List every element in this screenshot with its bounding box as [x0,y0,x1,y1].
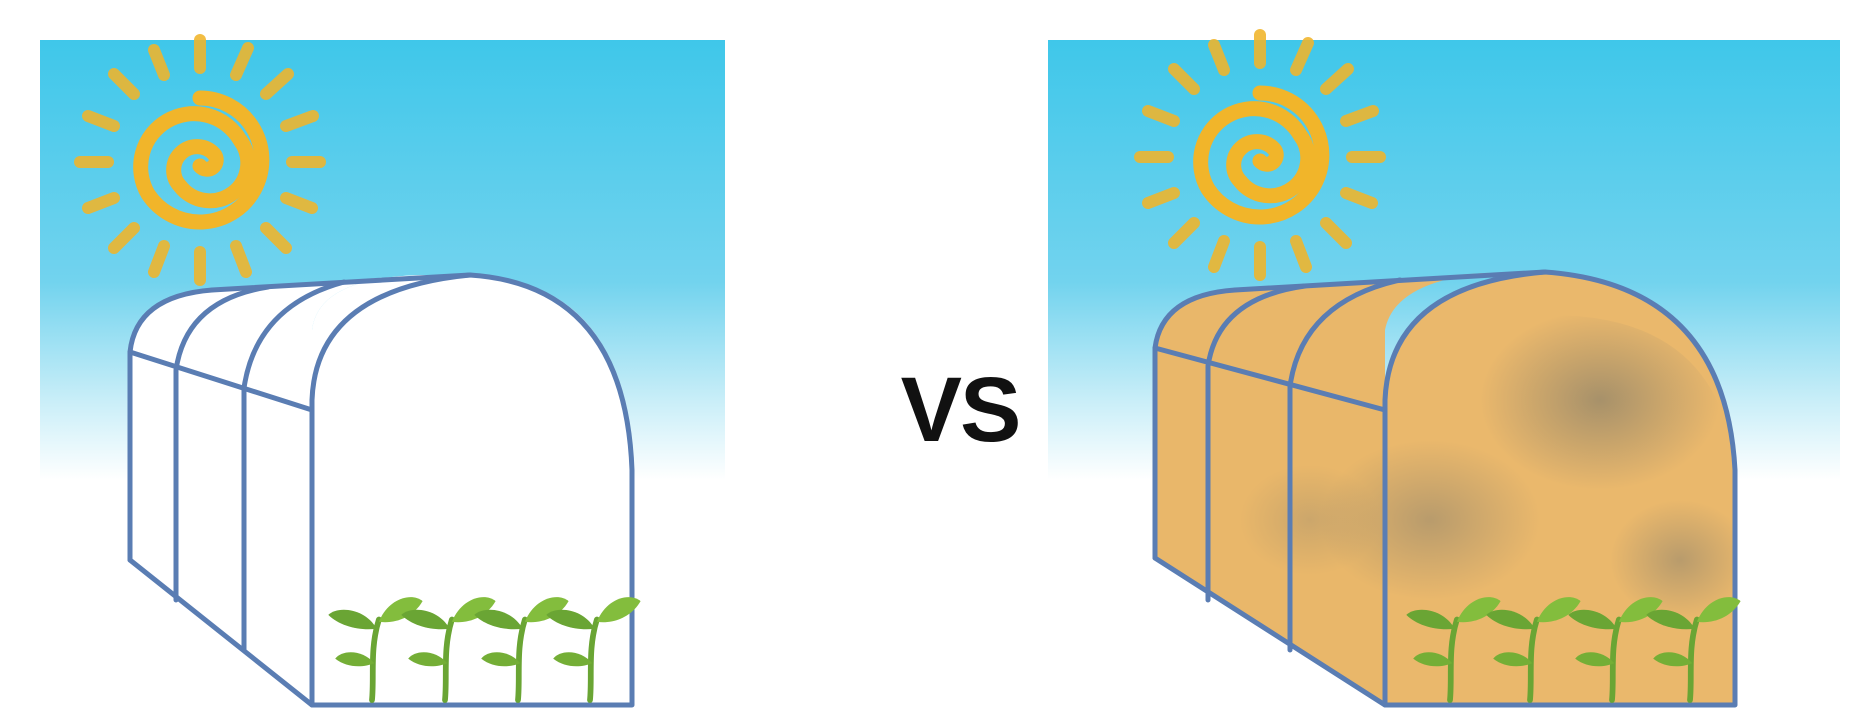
left-panel [40,40,725,705]
greenhouse-icon [130,275,641,705]
greenhouse-icon [1155,272,1750,705]
right-panel [1048,35,1840,705]
vs-label: VS [880,350,1040,470]
